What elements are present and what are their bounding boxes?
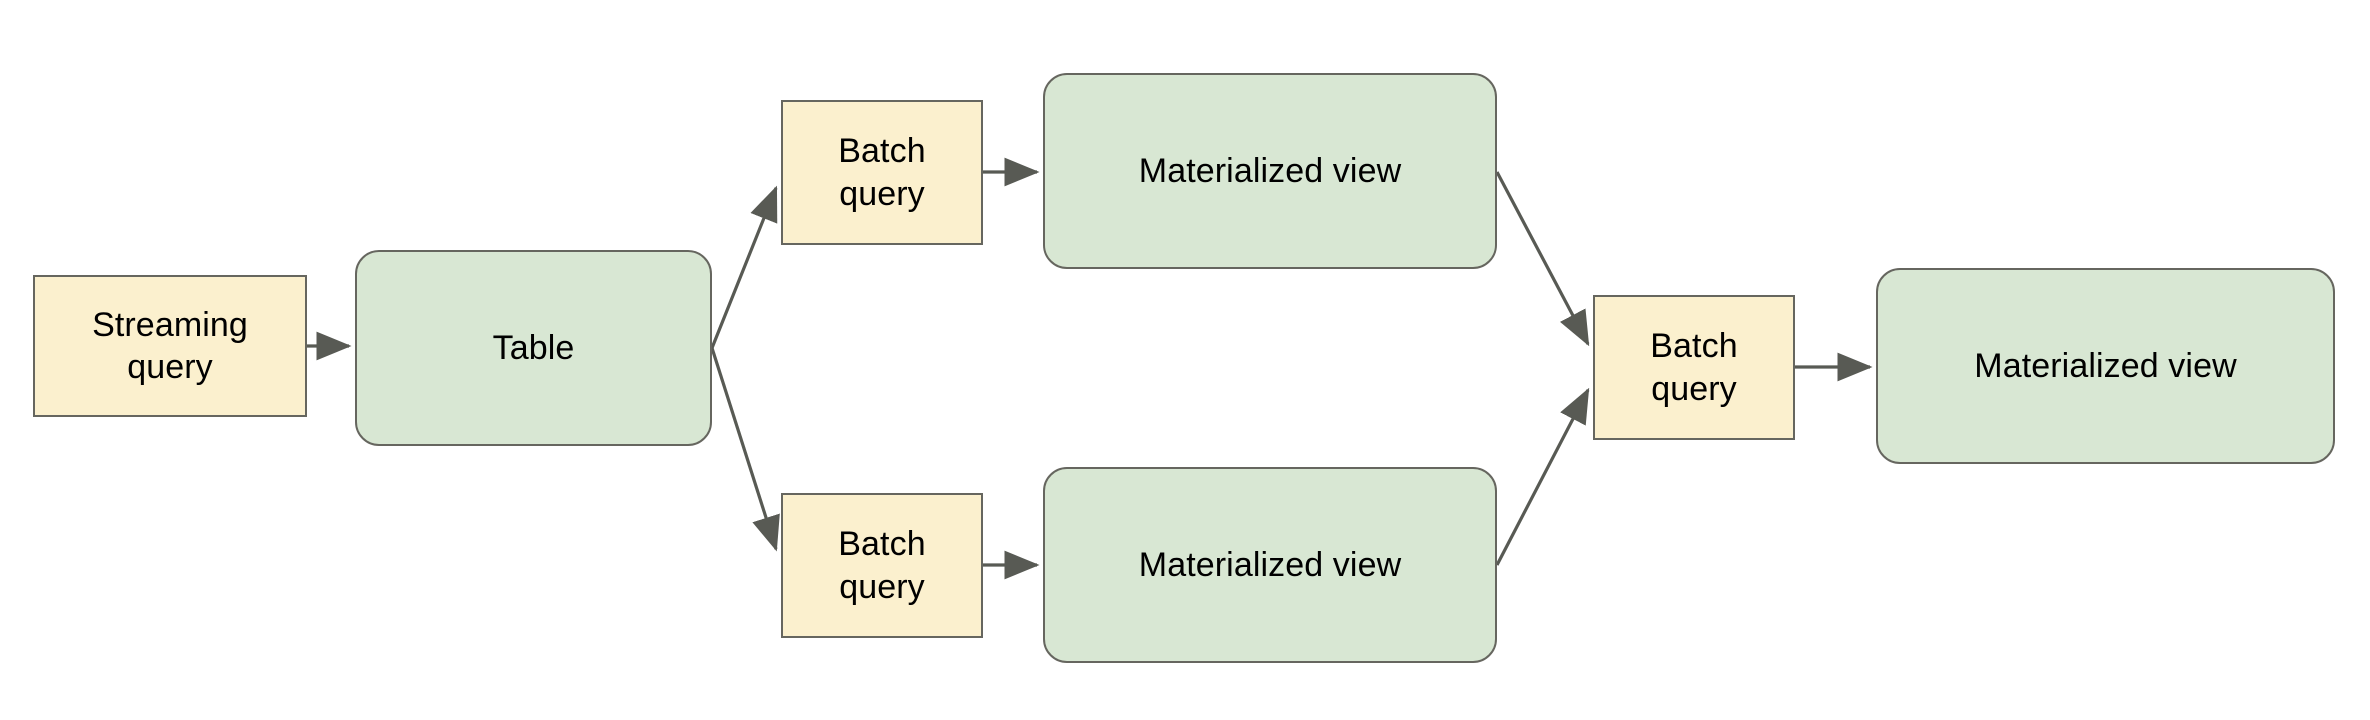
node-batch-query-merge[interactable]: Batch query <box>1593 295 1795 440</box>
node-batch-query-bottom[interactable]: Batch query <box>781 493 983 638</box>
node-label: Streaming query <box>92 305 248 387</box>
node-label: Batch query <box>1650 327 1738 408</box>
edge-materialized-view-top-to-batch-query-merge <box>1495 171 1590 347</box>
node-streaming-query[interactable]: Streaming query <box>33 275 307 417</box>
node-label: Materialized view <box>1138 151 1402 190</box>
node-label: Batch query <box>838 132 926 213</box>
node-label: Materialized view <box>1974 346 2237 385</box>
node-label: Table <box>492 328 575 367</box>
node-materialized-view-bottom[interactable]: Materialized view <box>1043 467 1497 663</box>
node-materialized-view-final[interactable]: Materialized view <box>1876 268 2335 464</box>
edge-table-to-batch-query-bottom <box>710 347 780 552</box>
node-batch-query-top[interactable]: Batch query <box>781 100 983 245</box>
node-table[interactable]: Table <box>355 250 712 446</box>
edge-materialized-view-bottom-to-batch-query-merge <box>1495 387 1590 566</box>
edge-table-to-batch-query-top <box>710 185 778 349</box>
node-materialized-view-top[interactable]: Materialized view <box>1043 73 1497 269</box>
node-label: Batch query <box>838 525 926 606</box>
node-label: Materialized view <box>1138 545 1402 584</box>
